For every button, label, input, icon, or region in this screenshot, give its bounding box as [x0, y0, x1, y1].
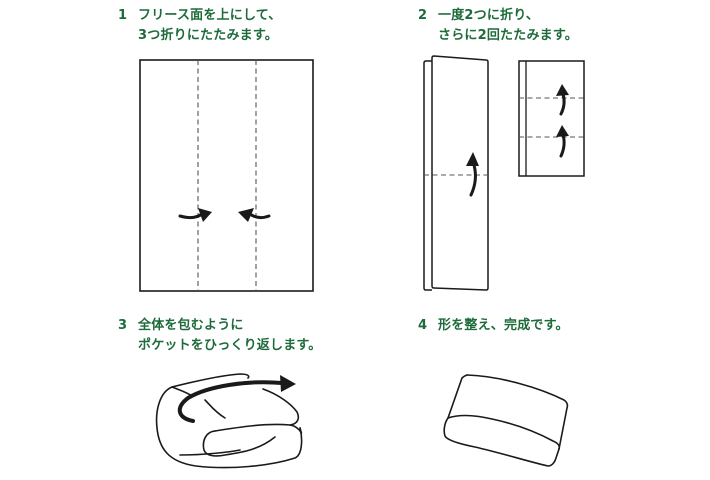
fold-arrow-up-icon — [556, 84, 569, 116]
step-1-caption: 1 フリース面を上にして、 3つ折りにたたみます。 — [118, 6, 282, 46]
step-2-number: 2 — [418, 8, 428, 23]
step-4-illustration — [443, 374, 569, 467]
step-3-caption: 3 全体を包むように ポケットをひっくり返します。 — [118, 316, 322, 356]
step-1-illustration — [139, 59, 314, 292]
fold-arrow-right-icon — [178, 208, 212, 222]
step-1-number: 1 — [118, 8, 128, 23]
step-2-line2: さらに2回たたみます。 — [438, 28, 578, 43]
step-3-number: 3 — [118, 318, 128, 333]
wrap-arrow-icon — [177, 375, 296, 423]
blanket-pocket — [447, 414, 561, 450]
step-3-line1: 全体を包むように — [138, 318, 244, 333]
step-2-line1: 一度2つに折り、 — [438, 8, 540, 23]
step-2-caption: 2 一度2つに折り、 さらに2回たたみます。 — [418, 6, 578, 46]
step-3-line2: ポケットをひっくり返します。 — [138, 338, 322, 353]
fold-arrow-up-icon — [466, 152, 479, 197]
step-2-tall-panel — [423, 55, 489, 291]
step-4-caption: 4 形を整え、完成です。 — [418, 316, 569, 336]
blanket-top — [466, 374, 569, 450]
step-3-illustration — [155, 373, 303, 469]
step-4-line1: 形を整え、完成です。 — [438, 318, 569, 333]
step-1-line2: 3つ折りにたたみます。 — [138, 28, 278, 43]
fleece-sheet — [139, 59, 314, 292]
fold-arrow-left-icon — [238, 208, 271, 222]
step-2-short-panel — [518, 60, 585, 177]
fold-arrow-up-icon — [556, 125, 569, 158]
step-1-line1: フリース面を上にして、 — [138, 8, 282, 23]
step-4-number: 4 — [418, 318, 428, 333]
